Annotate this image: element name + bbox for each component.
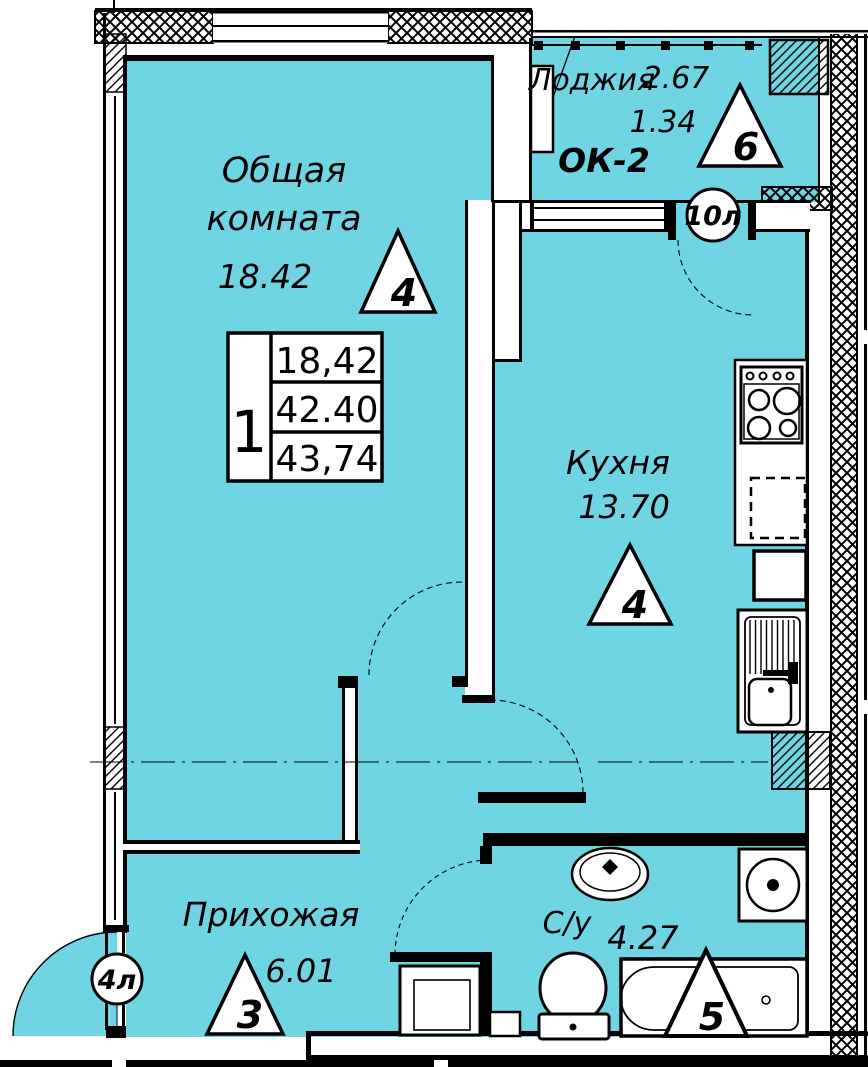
vent-triangle-living: 4 bbox=[358, 226, 438, 315]
bathroom-label: С/у bbox=[543, 906, 593, 941]
stove bbox=[739, 365, 804, 445]
table-living-area: 18,42 bbox=[275, 341, 378, 382]
washing-machine bbox=[737, 847, 809, 923]
hallway-area: 6.01 bbox=[265, 952, 336, 990]
vent-triangle-kitchen: 4 bbox=[586, 541, 674, 627]
interior-walls bbox=[123, 55, 810, 1035]
bathroom-area: 4.27 bbox=[607, 919, 679, 957]
living-door-arc bbox=[368, 581, 463, 676]
drain-icon bbox=[761, 995, 771, 1005]
bathroom-door-arc bbox=[394, 859, 491, 956]
loggia-label: Лоджия bbox=[528, 63, 655, 98]
door-arcs bbox=[12, 239, 754, 1037]
balcony-door-mark: 10л bbox=[684, 187, 742, 243]
kitchen-area: 13.70 bbox=[578, 488, 670, 526]
faucet-icon bbox=[763, 670, 792, 676]
svg-text:5: 5 bbox=[699, 995, 725, 1039]
bathroom-walls bbox=[390, 792, 807, 1035]
kitchen-door-arc bbox=[489, 699, 584, 794]
table-rooms-count: 1 bbox=[231, 398, 268, 466]
hallway-label: Прихожая bbox=[183, 895, 360, 934]
svg-text:10л: 10л bbox=[684, 201, 741, 232]
kitchen-label: Кухня bbox=[566, 443, 670, 482]
room-labels: Лоджия 2.67 1.34 ОК-2 Общая комната 18.4… bbox=[183, 61, 710, 990]
room-fills bbox=[13, 38, 818, 1037]
duct-block bbox=[771, 731, 831, 790]
living-label-line2: комната bbox=[206, 199, 361, 239]
toilet bbox=[537, 951, 611, 1041]
balcony-door-arc bbox=[677, 239, 754, 316]
kitchen-cabinet bbox=[752, 549, 808, 602]
vent-triangle-hallway: 3 bbox=[204, 950, 286, 1037]
entrance-door-arc bbox=[12, 931, 118, 1037]
tap-icon bbox=[602, 859, 618, 875]
top-window bbox=[213, 11, 388, 43]
living-area: 18.42 bbox=[218, 257, 312, 296]
balcony-door-jamb-right bbox=[748, 200, 756, 240]
table-area-no-loggia: 42.40 bbox=[275, 390, 378, 431]
svg-text:4: 4 bbox=[621, 583, 648, 627]
loggia-pier bbox=[529, 64, 555, 154]
entrance-door-mark: 4л bbox=[90, 952, 144, 1006]
entrance-door-swing-fill bbox=[13, 932, 117, 1036]
vent-triangle-loggia: 6 bbox=[696, 81, 784, 169]
svg-text:6: 6 bbox=[733, 125, 759, 169]
door-markers: 10л 4л bbox=[90, 187, 742, 1006]
svg-text:4: 4 bbox=[390, 271, 417, 315]
area-table: 1 18,42 42.40 43,74 bbox=[226, 331, 384, 483]
window-mark-ok2: ОК-2 bbox=[558, 141, 650, 180]
future-appliance-dashed bbox=[749, 476, 807, 540]
vent-markers: 4 4 3 5 6 bbox=[204, 81, 784, 1039]
table-total-area: 43,74 bbox=[275, 439, 378, 480]
living-hallway-fill bbox=[126, 55, 494, 1037]
balcony-door-jamb-left bbox=[668, 200, 676, 240]
loggia-railing bbox=[532, 30, 868, 101]
vent-triangle-bathroom: 5 bbox=[661, 945, 751, 1039]
loggia-area-half: 1.34 bbox=[630, 105, 697, 140]
svg-text:3: 3 bbox=[237, 993, 263, 1037]
hall-closet bbox=[398, 964, 482, 1037]
axis-lines bbox=[90, 761, 768, 1033]
kitchen-fixtures bbox=[733, 358, 831, 790]
living-kitchen-wall bbox=[452, 55, 522, 703]
loggia-area: 2.67 bbox=[643, 61, 710, 96]
svg-text:4л: 4л bbox=[97, 965, 137, 996]
kitchen-sink bbox=[736, 608, 809, 734]
hallway-walls bbox=[123, 676, 360, 854]
bathroom-sink bbox=[570, 846, 650, 902]
bathroom-box bbox=[488, 1010, 522, 1038]
living-label-line1: Общая bbox=[222, 151, 347, 191]
